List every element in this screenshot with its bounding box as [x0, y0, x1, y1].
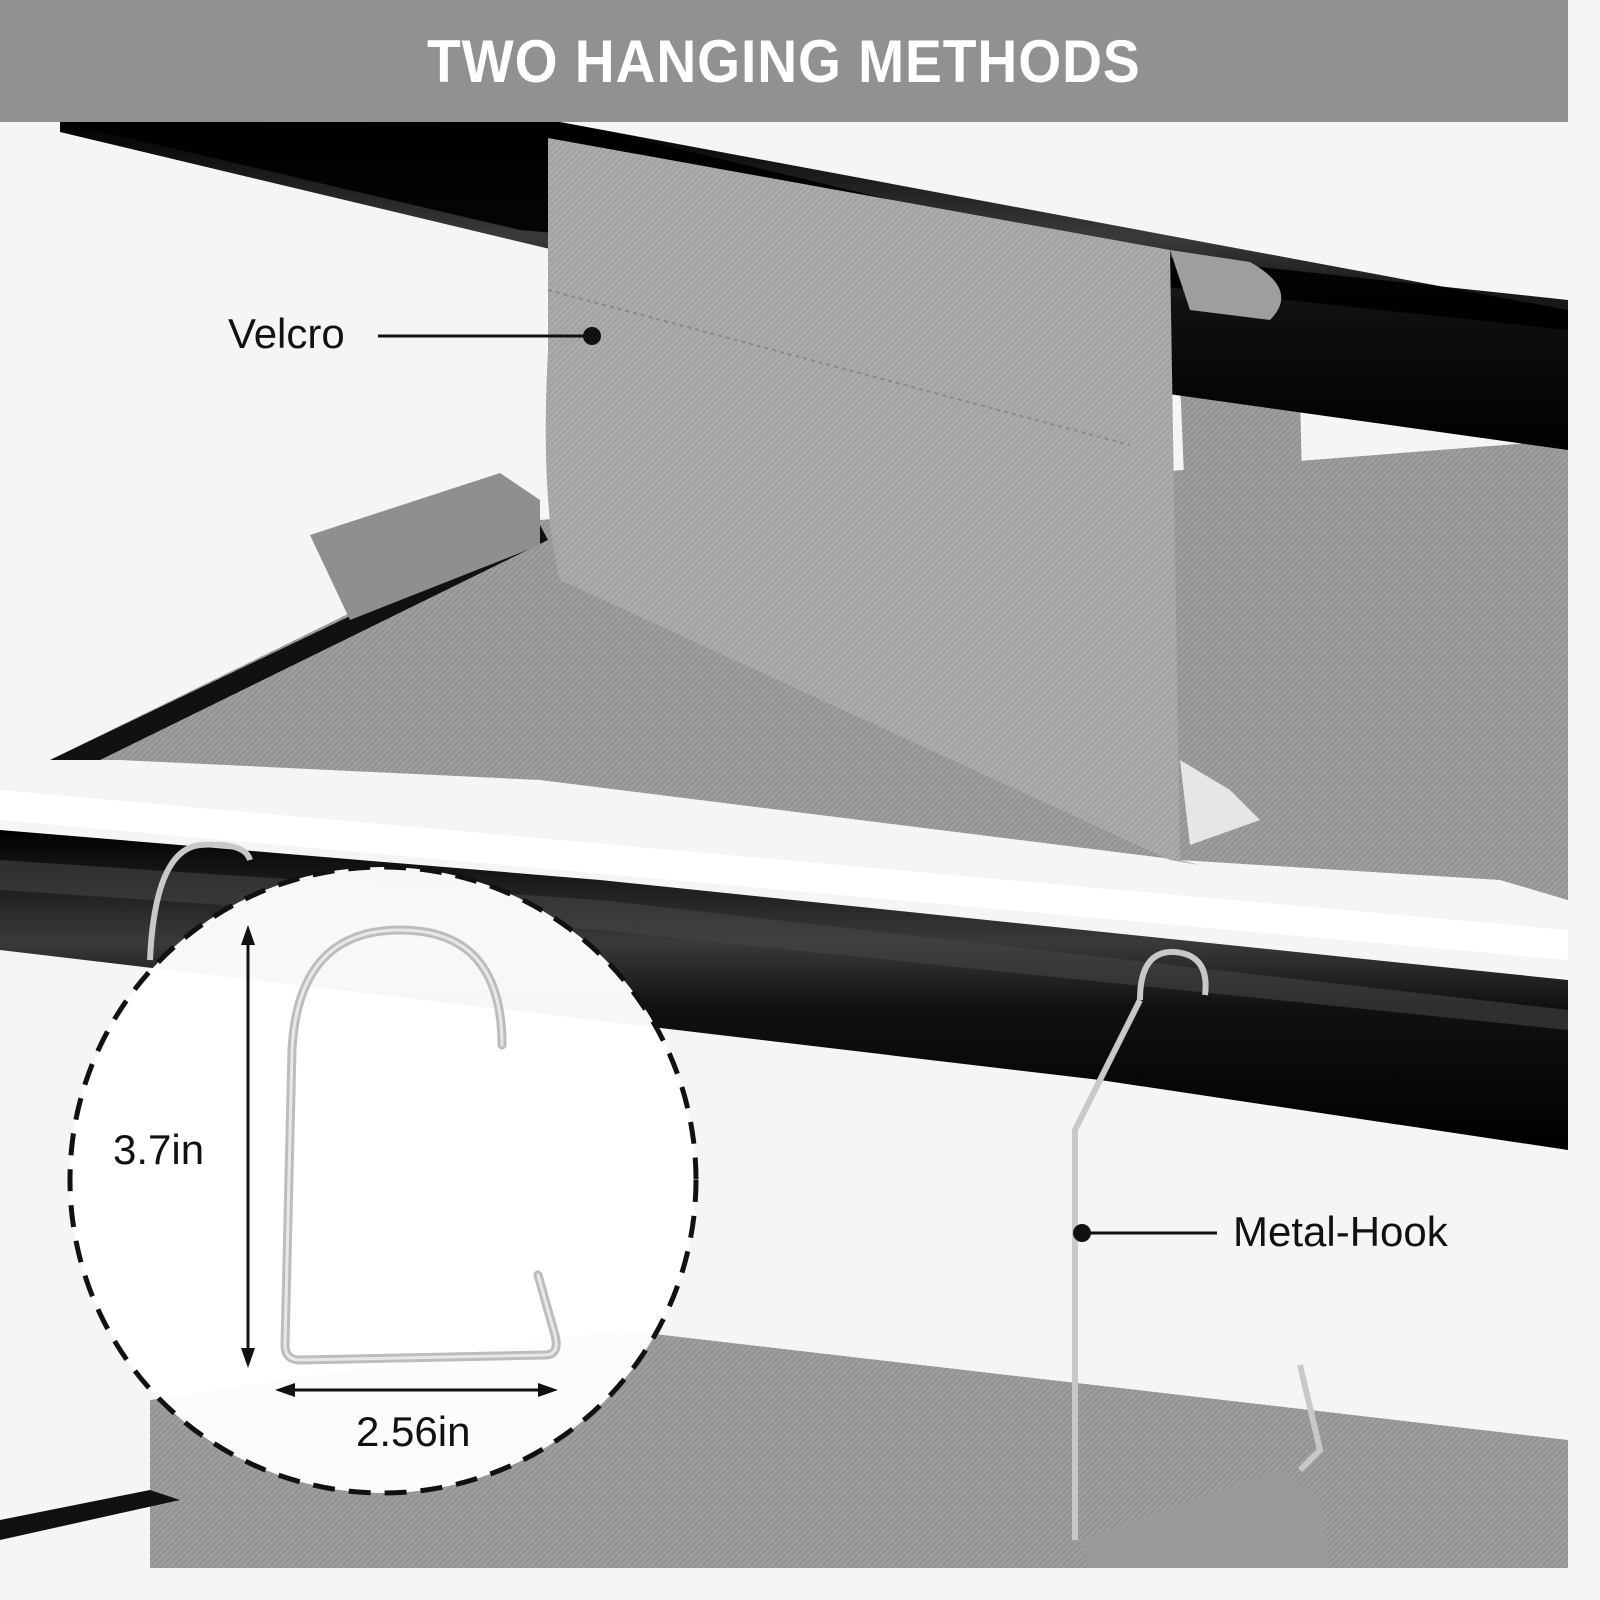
- banner-title: TWO HANGING METHODS: [427, 27, 1141, 95]
- velcro-callout-label: Velcro: [228, 310, 345, 357]
- callout-lines: [378, 327, 1217, 1242]
- title-banner: TWO HANGING METHODS: [0, 0, 1568, 122]
- metal-hook-callout-label: Metal-Hook: [1233, 1208, 1448, 1255]
- velcro-section: [50, 122, 1568, 900]
- product-illustration: [0, 122, 1568, 1568]
- hook-detail-circle: [67, 864, 699, 1496]
- hook-height-label: 3.7in: [113, 1126, 205, 1173]
- hook-width-label: 2.56in: [356, 1408, 471, 1455]
- product-photo-scene: [0, 122, 1568, 1568]
